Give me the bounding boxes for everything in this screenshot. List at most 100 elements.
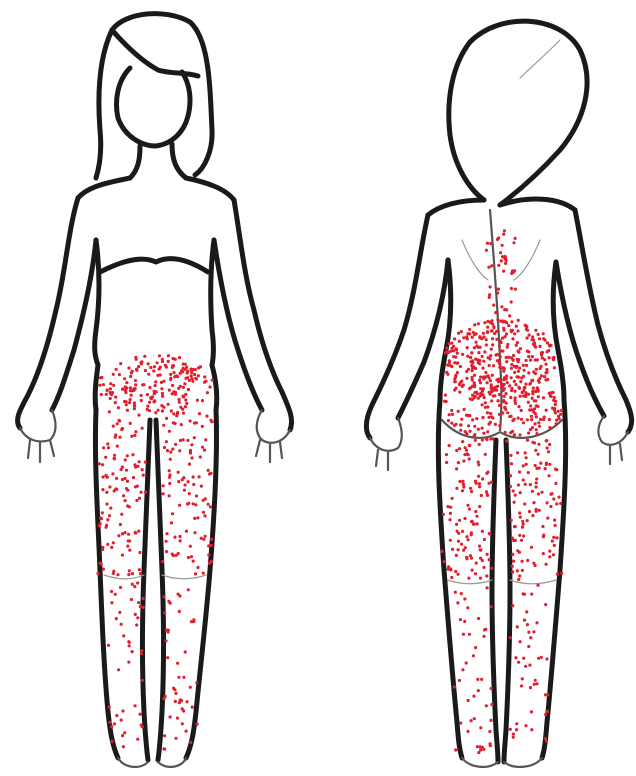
pain-dot-lower-back xyxy=(491,374,494,377)
pain-dot-lower-abdomen-pelvis xyxy=(204,380,207,383)
pain-dot-lower-abdomen-pelvis xyxy=(171,366,174,369)
pain-dot-buttocks xyxy=(517,376,520,379)
pain-dot-left-thigh-front xyxy=(128,549,131,552)
pain-dot-right-thigh-back xyxy=(545,563,548,566)
pain-dot-left-lower-leg-back xyxy=(472,654,475,657)
pain-dot-right-lower-leg-front xyxy=(164,639,167,642)
pain-dot-lower-back xyxy=(547,349,550,352)
pain-dot-right-thigh-back xyxy=(511,565,514,568)
pain-dot-lower-back xyxy=(532,343,535,346)
pain-dot-buttocks xyxy=(505,402,508,405)
pain-dot-left-thigh-back xyxy=(461,530,464,533)
pain-dot-left-thigh-back xyxy=(477,475,480,478)
pain-dot-lower-back xyxy=(496,318,499,321)
pain-dot-buttocks xyxy=(469,430,472,433)
pain-dot-right-lower-leg-back xyxy=(544,713,547,716)
pain-dot-left-thigh-back xyxy=(483,538,486,541)
pain-dot-lower-back xyxy=(450,342,453,345)
front-left-leg-outer xyxy=(95,410,118,758)
pain-dot-buttocks xyxy=(498,413,501,416)
pain-dot-right-lower-leg-front xyxy=(181,722,184,725)
pain-dot-left-thigh-front xyxy=(125,469,128,472)
pain-dot-right-lower-leg-back xyxy=(526,623,529,626)
pain-dot-left-thigh-back xyxy=(449,512,452,515)
pain-dot-buttocks xyxy=(481,403,484,406)
pain-dot-lower-back xyxy=(548,356,551,359)
pain-dot-left-thigh-front xyxy=(107,446,110,449)
pain-dot-right-thigh-back xyxy=(548,550,551,553)
pain-dot-buttocks xyxy=(493,394,496,397)
pain-dot-left-thigh-front xyxy=(128,569,131,572)
pain-dot-lower-abdomen-pelvis xyxy=(125,403,128,406)
pain-dot-right-thigh-back xyxy=(560,572,563,575)
pain-dot-right-lower-leg-back xyxy=(545,740,548,743)
pain-dot-left-lower-leg-back xyxy=(459,618,462,621)
pain-dot-lower-abdomen-pelvis xyxy=(196,399,199,402)
pain-dot-lower-back xyxy=(473,374,476,377)
pain-dot-left-thigh-front xyxy=(116,573,119,576)
pain-dot-left-lower-leg-back xyxy=(476,745,479,748)
pain-dot-buttocks xyxy=(526,418,529,421)
pain-dot-left-lower-leg-back xyxy=(466,606,469,609)
pain-dot-right-lower-leg-back xyxy=(523,593,526,596)
pain-dot-right-thigh-front xyxy=(202,499,205,502)
pain-dot-right-lower-leg-back xyxy=(527,631,530,634)
pain-dot-right-thigh-back xyxy=(521,569,524,572)
pain-dot-right-thigh-back xyxy=(529,483,532,486)
pain-dot-left-thigh-back xyxy=(448,444,451,447)
pain-dot-lower-abdomen-pelvis xyxy=(135,369,138,372)
pain-dot-lower-back xyxy=(488,364,491,367)
pain-dot-right-thigh-back xyxy=(548,555,551,558)
pain-dot-left-lower-leg-front xyxy=(130,598,133,601)
pain-dot-right-thigh-front xyxy=(162,424,165,427)
pain-dot-right-thigh-back xyxy=(526,519,529,522)
pain-dot-left-thigh-front xyxy=(132,476,135,479)
pain-dot-buttocks xyxy=(554,403,557,406)
pain-dot-left-lower-leg-back xyxy=(461,668,464,671)
pain-dot-lower-back xyxy=(479,376,482,379)
pain-dot-buttocks xyxy=(542,396,545,399)
pain-dot-left-thigh-back xyxy=(457,461,460,464)
pain-dot-lower-back xyxy=(477,346,480,349)
pain-dot-left-thigh-back xyxy=(478,482,481,485)
pain-dot-right-thigh-back xyxy=(522,478,525,481)
pain-dot-buttocks xyxy=(459,424,462,427)
pain-dot-lower-abdomen-pelvis xyxy=(147,373,150,376)
pain-dot-buttocks xyxy=(469,397,472,400)
pain-dot-buttocks xyxy=(445,400,448,403)
pain-dot-upper-spine xyxy=(510,300,513,303)
back-right-leg-inner xyxy=(504,440,510,762)
pain-dot-left-lower-leg-back xyxy=(454,591,457,594)
pain-dot-lower-back xyxy=(508,384,511,387)
pain-dot-lower-back xyxy=(461,353,464,356)
pain-dot-right-thigh-back xyxy=(532,562,535,565)
pain-dot-right-lower-leg-front xyxy=(191,706,194,709)
pain-dot-buttocks xyxy=(528,383,531,386)
front-shoulders xyxy=(78,178,234,200)
pain-dot-right-thigh-front xyxy=(204,535,207,538)
pain-dot-lower-back xyxy=(525,328,528,331)
pain-dot-left-thigh-back xyxy=(479,549,482,552)
pain-dot-lower-back xyxy=(470,364,473,367)
pain-dot-left-thigh-front xyxy=(105,502,108,505)
pain-dot-lower-back xyxy=(529,359,532,362)
pain-dot-right-lower-leg-back xyxy=(521,677,524,680)
pain-dot-lower-abdomen-pelvis xyxy=(172,371,175,374)
pain-dot-left-lower-leg-back xyxy=(482,748,485,751)
pain-dot-left-thigh-front xyxy=(102,568,105,571)
pain-dot-lower-abdomen-pelvis xyxy=(102,383,105,386)
pain-dot-lower-back xyxy=(479,381,482,384)
pain-dot-left-thigh-back xyxy=(446,505,449,508)
pain-dot-upper-spine xyxy=(492,304,495,307)
pain-dot-right-thigh-back xyxy=(531,490,534,493)
pain-dot-right-lower-leg-front xyxy=(166,656,169,659)
pain-dot-lower-abdomen-pelvis xyxy=(148,409,151,412)
pain-dot-right-thigh-front xyxy=(198,475,201,478)
pain-dot-lower-back xyxy=(501,350,504,353)
pain-dot-buttocks xyxy=(539,418,542,421)
pain-dot-lower-abdomen-pelvis xyxy=(168,389,171,392)
pain-dot-right-thigh-back xyxy=(511,570,514,573)
pain-dot-buttocks xyxy=(538,425,541,428)
pain-dot-left-thigh-front xyxy=(106,518,109,521)
pain-dot-left-thigh-front xyxy=(100,563,103,566)
